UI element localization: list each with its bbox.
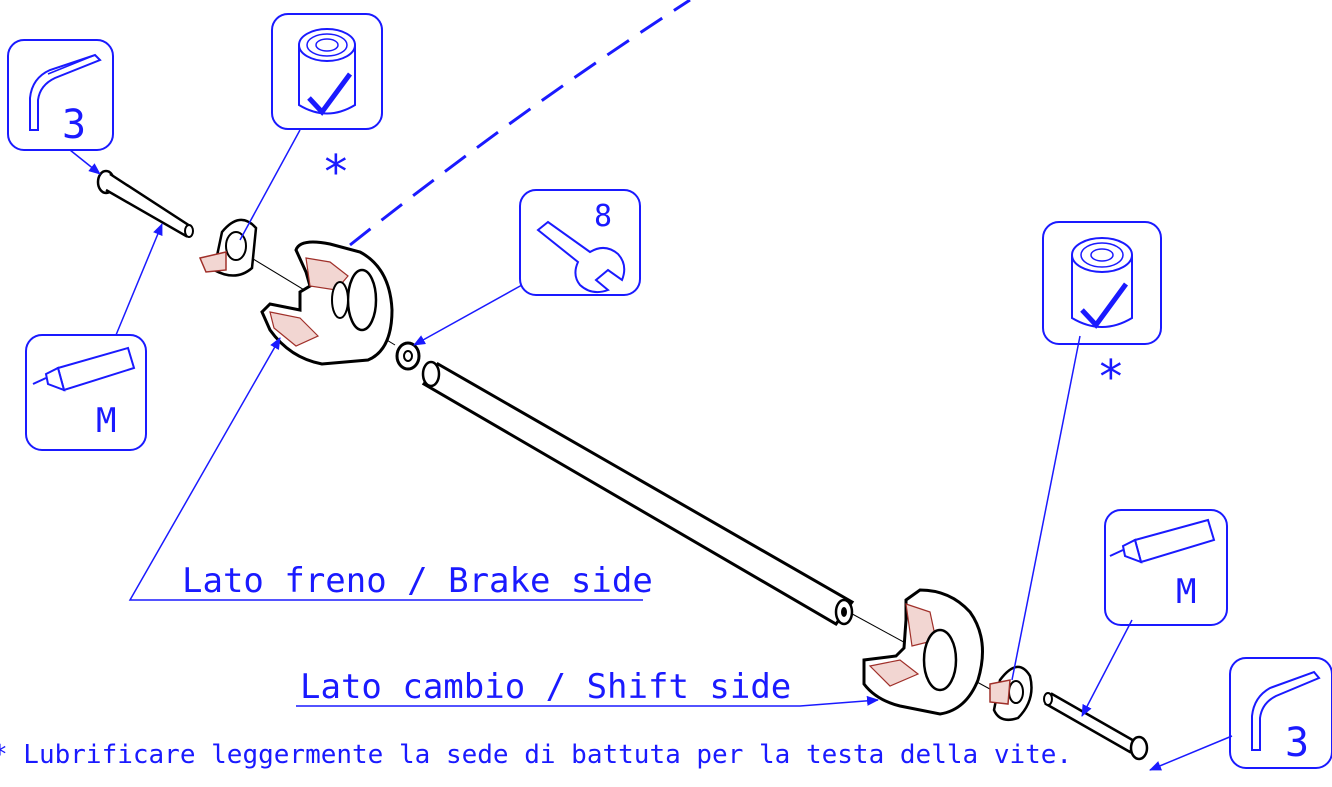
leader-wrench-to-spacer xyxy=(413,284,523,346)
wrench-icon: 8 xyxy=(519,189,641,296)
hex-key-size-top-left: 3 xyxy=(62,102,86,148)
threadlock-icon-right: M xyxy=(1104,509,1228,626)
washer-right xyxy=(989,665,1033,721)
threadlock-icon-left: M xyxy=(25,334,147,451)
note-line-1: * Lubrificare leggermente la sede di bat… xyxy=(0,740,1073,770)
grease-mark-top-left: * xyxy=(322,145,350,199)
shaft xyxy=(421,360,855,626)
leader-hex-key-to-screw-left xyxy=(69,149,101,175)
dashed-center-line xyxy=(349,0,691,247)
wrench-size: 8 xyxy=(594,199,612,234)
label-shift-side: Lato cambio / Shift side xyxy=(300,667,791,707)
leader-threadlock-to-screw-left xyxy=(115,223,163,336)
threadlock-grade-right: M xyxy=(1176,572,1196,612)
hub-shift-side xyxy=(862,588,984,716)
label-brake-side: Lato freno / Brake side xyxy=(182,561,653,601)
threadlock-grade-left: M xyxy=(96,401,116,441)
leader-hex-key-to-screw-right xyxy=(1149,735,1233,771)
grease-mark-right: * xyxy=(1097,350,1125,404)
spacer xyxy=(395,341,421,371)
screw-right xyxy=(1043,692,1149,761)
hex-key-icon-bottom-right: 3 xyxy=(1229,657,1332,769)
grease-icon-right xyxy=(1042,221,1162,345)
leader-shift-side xyxy=(296,695,879,707)
hex-key-size-bottom-right: 3 xyxy=(1285,720,1309,766)
leader-brake-side xyxy=(128,337,643,601)
screw-left xyxy=(96,169,194,238)
leader-grease-to-washer-right xyxy=(1011,335,1081,681)
leader-grease-to-washer-left xyxy=(239,129,301,241)
hex-key-icon-top-left: 3 xyxy=(7,39,114,151)
leader-threadlock-to-screw-right xyxy=(1081,619,1133,717)
grease-icon-top-left xyxy=(271,13,383,130)
hub-brake-side xyxy=(260,240,394,366)
washer-left xyxy=(198,218,258,277)
